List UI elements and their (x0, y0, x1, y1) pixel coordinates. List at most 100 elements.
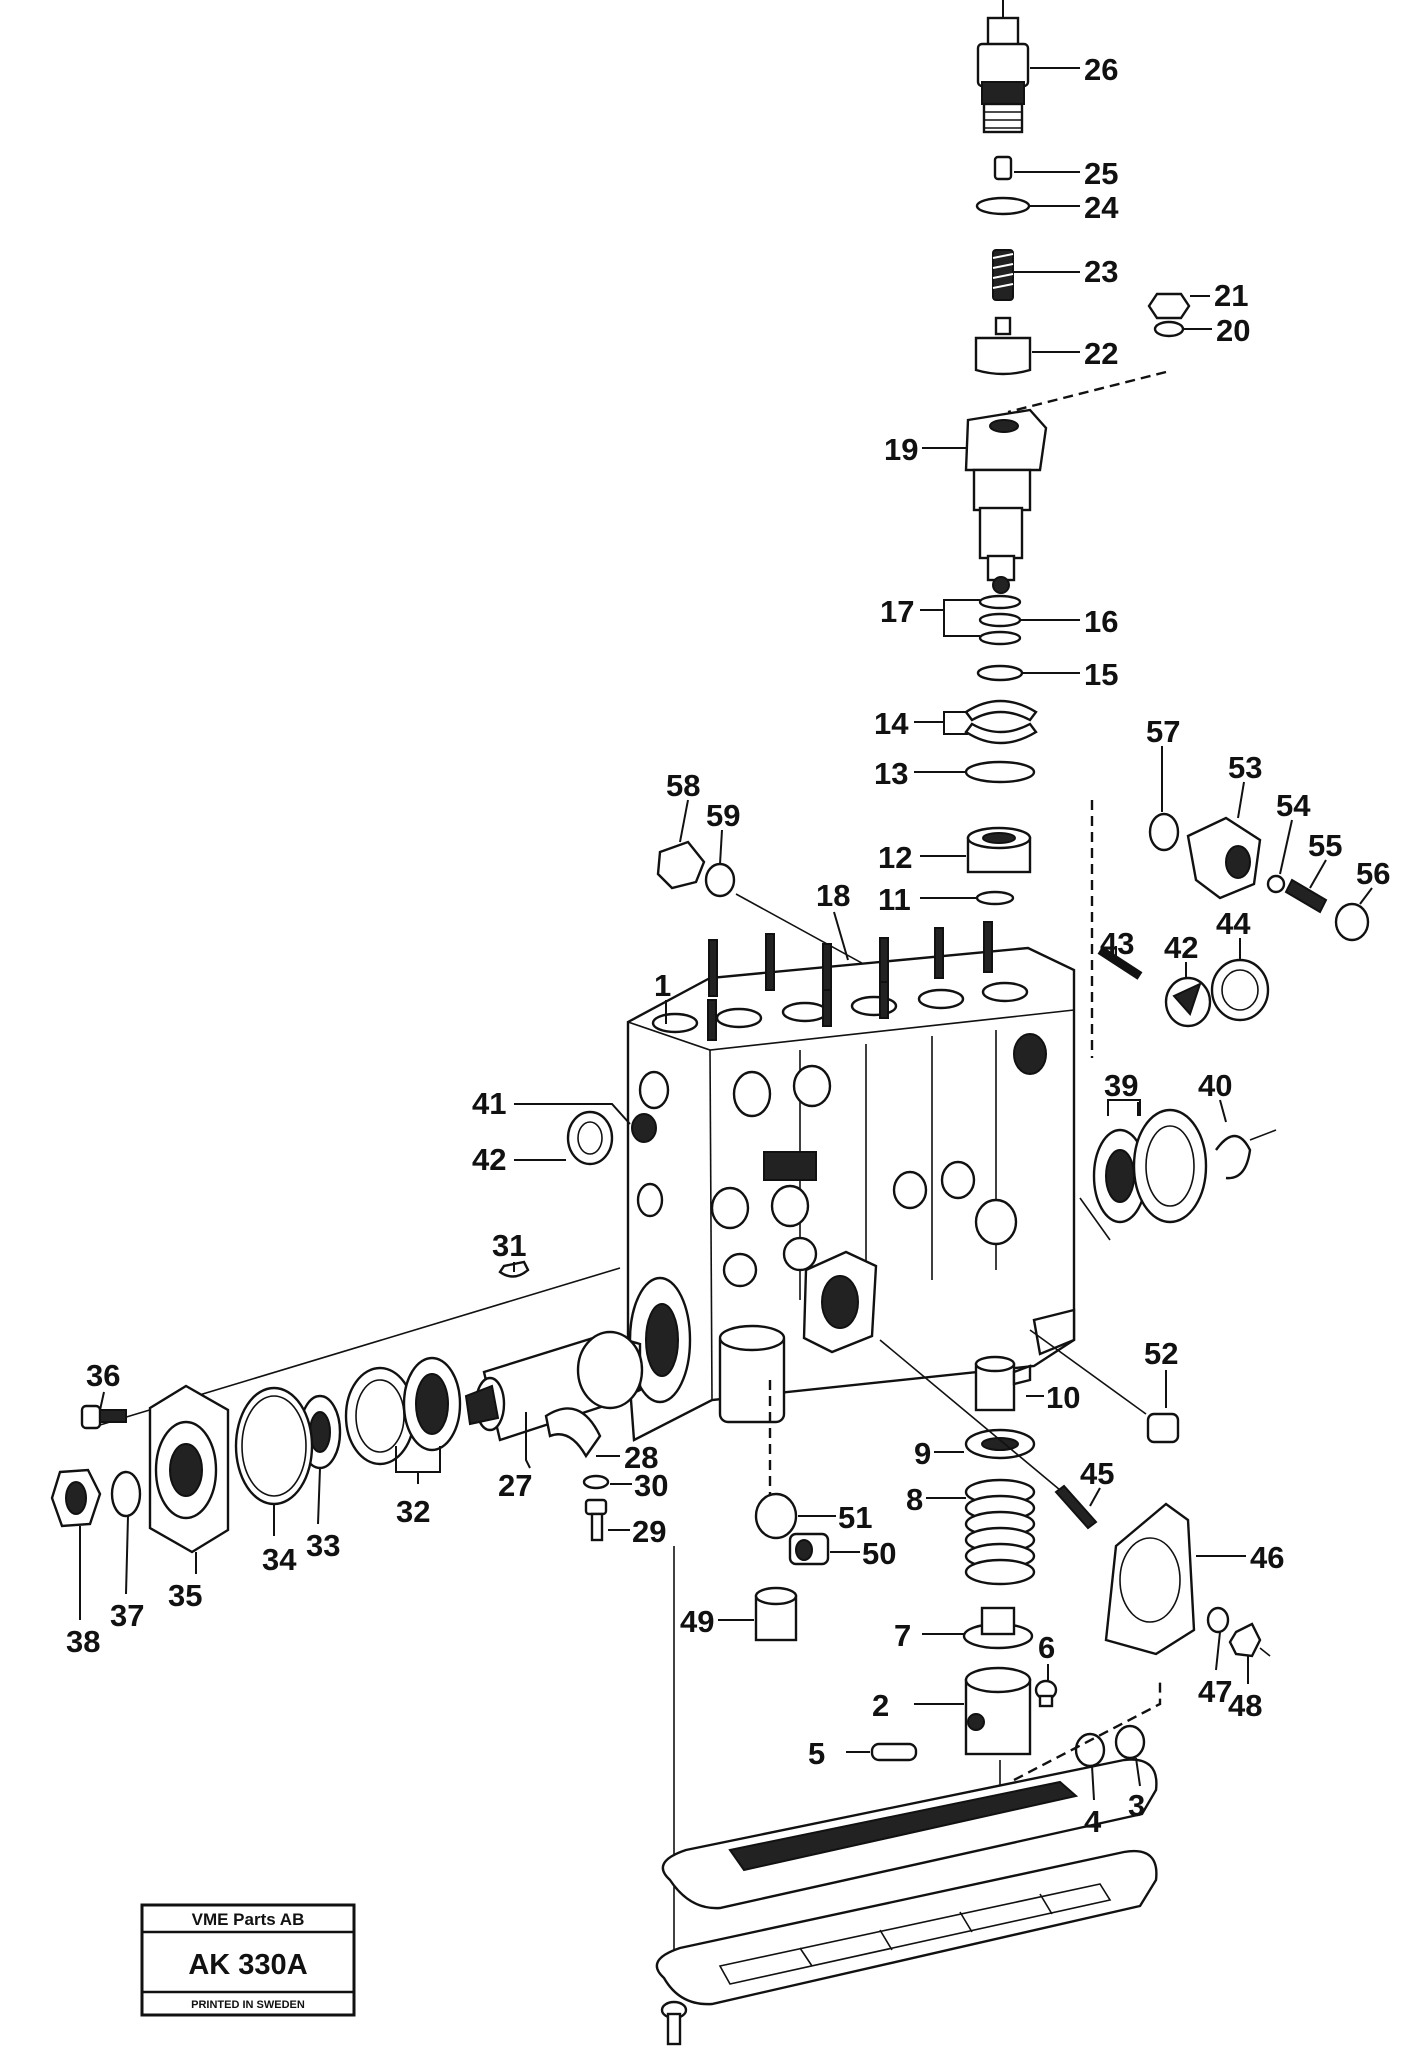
part-21-nut (1147, 292, 1191, 320)
callout-12: 12 (878, 840, 912, 875)
part-5-pin (870, 1742, 918, 1762)
callout-3: 3 (1128, 1788, 1145, 1823)
callout-14: 14 (874, 706, 909, 741)
callout-9: 9 (914, 1436, 931, 1471)
callout-44: 44 (1216, 906, 1251, 941)
part-20-washer (1153, 320, 1185, 338)
callout-37: 37 (110, 1598, 144, 1633)
title-block-company: VME Parts AB (192, 1910, 305, 1929)
callout-49: 49 (680, 1604, 714, 1639)
callout-34: 34 (262, 1542, 297, 1577)
callout-31: 31 (492, 1228, 526, 1263)
callout-26: 26 (1084, 52, 1118, 87)
callout-56: 56 (1356, 856, 1390, 891)
part-54-ball (1266, 874, 1286, 894)
callout-19: 19 (884, 432, 918, 467)
callout-2: 2 (872, 1688, 889, 1723)
part-48-nut (1228, 1622, 1262, 1658)
part-43-pin (1097, 946, 1143, 980)
callout-42-left: 42 (472, 1142, 506, 1177)
callout-18: 18 (816, 878, 850, 913)
callout-59: 59 (706, 798, 740, 833)
part-8-spring (964, 1478, 1036, 1586)
part-25-pin (993, 155, 1013, 181)
part-12-sleeve (966, 826, 1032, 874)
part-19-element (964, 408, 1048, 594)
callout-15: 15 (1084, 657, 1118, 692)
bottom-screw (660, 2000, 688, 2046)
callout-27: 27 (498, 1468, 532, 1503)
title-block-code: AK 330A (188, 1949, 307, 1981)
callout-24: 24 (1084, 190, 1119, 225)
callout-35: 35 (168, 1578, 202, 1613)
part-40-circlip (1215, 1134, 1252, 1180)
part-37-washer (110, 1470, 142, 1518)
part-1-pump-housing (626, 921, 1076, 1442)
callout-54: 54 (1276, 788, 1311, 823)
part-24-o-ring (975, 196, 1031, 216)
part-23-spring (992, 249, 1014, 301)
callout-40: 40 (1198, 1068, 1232, 1103)
callout-16: 16 (1084, 604, 1118, 639)
part-52-plug (1146, 1412, 1180, 1444)
callout-52: 52 (1144, 1336, 1178, 1371)
callout-38: 38 (66, 1624, 100, 1659)
callout-43: 43 (1100, 926, 1134, 961)
callout-33: 33 (306, 1528, 340, 1563)
callout-20: 20 (1216, 313, 1250, 348)
part-14-clamps (964, 699, 1038, 745)
callout-1: 1 (654, 968, 671, 1003)
part-26-union (976, 16, 1030, 134)
title-block-footer: PRINTED IN SWEDEN (191, 1999, 305, 2011)
callout-28: 28 (624, 1440, 658, 1475)
callout-21: 21 (1214, 278, 1248, 313)
bottom-gasket (661, 1758, 1158, 1910)
part-39-bearing (1092, 1108, 1208, 1224)
part-56-plug (1334, 902, 1370, 942)
callout-41: 41 (472, 1086, 506, 1121)
callout-32: 32 (396, 1494, 430, 1529)
part-6-screw (1034, 1679, 1058, 1708)
callout-13: 13 (874, 756, 908, 791)
callout-46: 46 (1250, 1540, 1284, 1575)
part-17-ring-a (978, 594, 1022, 610)
callout-58: 58 (666, 768, 700, 803)
title-block: VME Parts AB AK 330A PRINTED IN SWEDEN (140, 1903, 356, 2017)
callout-4: 4 (1084, 1804, 1102, 1839)
overflow-valve-group (1148, 812, 1370, 942)
part-22-valve (974, 316, 1032, 376)
callout-10: 10 (1046, 1380, 1080, 1415)
callout-5: 5 (808, 1736, 825, 1771)
part-3-bush (1114, 1724, 1146, 1760)
part-10-control-sleeve (974, 1355, 1032, 1412)
callout-17: 17 (880, 594, 914, 629)
part-13-ring (964, 760, 1036, 784)
callout-6: 6 (1038, 1630, 1055, 1665)
part-34-o-ring (234, 1386, 314, 1506)
part-51-washer (754, 1492, 798, 1540)
part-50-plug (788, 1532, 830, 1566)
callout-7: 7 (894, 1618, 911, 1653)
part-17-ring-b (978, 630, 1022, 646)
part-46-gasket (1104, 1502, 1196, 1656)
callout-25: 25 (1084, 156, 1118, 191)
part-29-screw (584, 1498, 608, 1542)
bottom-cover-plate (655, 1849, 1158, 2006)
callout-48: 48 (1228, 1688, 1262, 1723)
callout-53: 53 (1228, 750, 1262, 785)
callout-8: 8 (906, 1482, 923, 1517)
delivery-valve-stack (964, 0, 1048, 906)
part-15-ring (976, 664, 1024, 682)
part-57-washer (1148, 812, 1180, 852)
part-59-washer (704, 862, 736, 898)
callout-45: 45 (1080, 1456, 1114, 1491)
part-30-washer (582, 1474, 610, 1490)
callout-11: 11 (878, 882, 911, 917)
part-55-spring (1284, 878, 1328, 914)
part-4-roller (1074, 1732, 1106, 1768)
callout-30: 30 (634, 1468, 668, 1503)
callout-23: 23 (1084, 254, 1118, 289)
callout-50: 50 (862, 1536, 896, 1571)
part-42-side-cap (566, 1110, 614, 1166)
